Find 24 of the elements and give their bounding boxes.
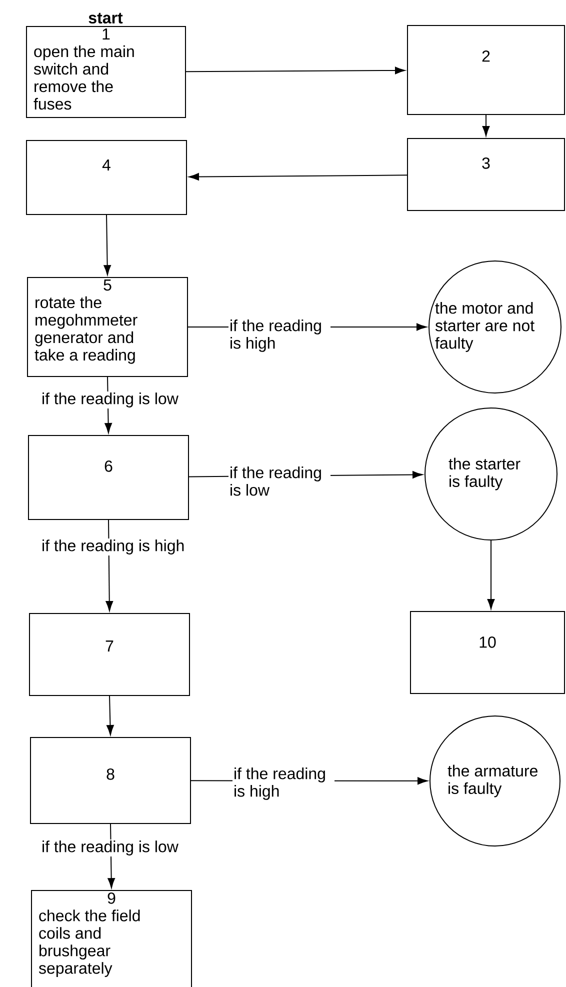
arrow (482, 114, 490, 136)
arrow (487, 540, 495, 610)
process-box: 10 (410, 611, 565, 694)
edge-label: if the reading is low (228, 466, 330, 497)
arrow (106, 520, 114, 612)
process-box: 4 (26, 140, 187, 215)
heading: start (88, 12, 123, 24)
process-box: 5 rotate the megohmmeter generator and take a reading (27, 277, 188, 377)
arrow (104, 214, 111, 276)
arrow (186, 66, 406, 74)
arrow (106, 696, 114, 736)
edge-label: if the reading is high (232, 766, 334, 801)
edge-label: if the reading is low (40, 840, 180, 856)
process-box: 8 (30, 737, 191, 824)
process-box: 2 (407, 25, 565, 115)
edge-label: if the reading is low (40, 392, 180, 408)
arrow (188, 173, 408, 180)
process-box: 1 open the main switch and remove the fuses (26, 26, 186, 118)
process-box: 3 (407, 138, 565, 211)
process-box: 7 (29, 613, 190, 696)
process-box: 6 (28, 435, 189, 520)
process-box: 9 check the field coils and brushgear separately (31, 890, 192, 987)
edge-label: if the reading is high (40, 538, 186, 556)
edge-label: if the reading is high (228, 318, 330, 353)
